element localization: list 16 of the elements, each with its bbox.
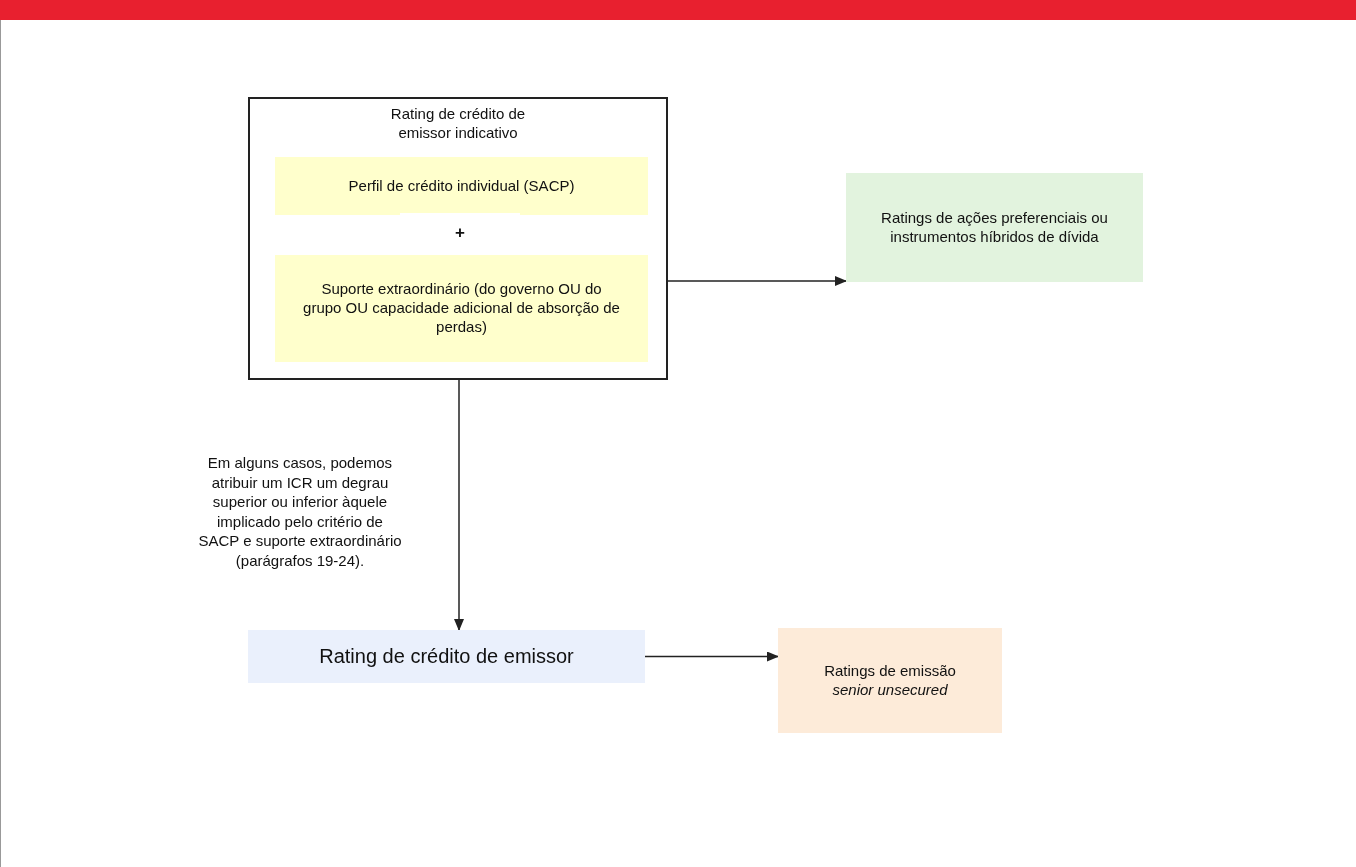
box-text: Suporte extraordinário (do governo OU do grupo OU capacidade adicional de absorção de perdas) — [302, 280, 621, 337]
box-heading: Rating de crédito de emissor indicativo — [389, 105, 527, 143]
arrow — [667, 276, 847, 286]
outer-box — [248, 97, 668, 380]
box-text: Ratings de emissão senior unsecured — [823, 661, 957, 700]
box-text: Perfil de crédito individual (SACP) — [348, 176, 575, 196]
arrow — [644, 651, 779, 662]
result-box — [846, 173, 1143, 282]
note-text: Em alguns casos, podemos atribuir um ICR um degrau superior ou inferior àquele implicado pelo critério de SACP e suporte extraordinário (parágrafos 19-24). — [197, 453, 403, 570]
box-text: Rating de crédito de emissor — [319, 644, 574, 669]
component-box — [275, 255, 648, 362]
component-box — [275, 157, 648, 215]
result-box — [778, 628, 1002, 733]
arrow — [454, 379, 464, 631]
process-box — [248, 630, 645, 683]
box-text: Ratings de ações preferenciais ou instrumentos híbridos de dívida — [880, 208, 1109, 247]
